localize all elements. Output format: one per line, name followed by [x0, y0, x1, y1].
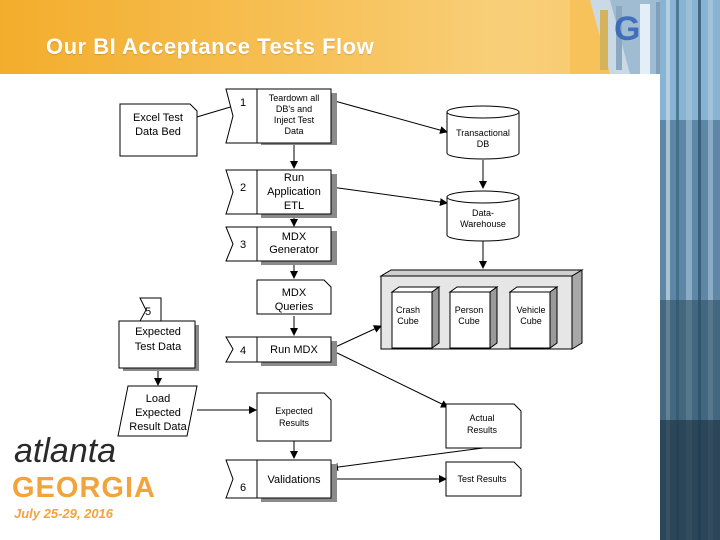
svg-text:G: G	[614, 10, 640, 48]
crash-cube-label-line2: Cube	[397, 316, 419, 326]
mdx-queries-label-line1: MDX	[282, 287, 307, 299]
load-expected-label-line1: Load	[146, 393, 170, 405]
run-mdx-node: 4 Run MDX	[225, 336, 337, 366]
step-4-number: 4	[240, 345, 246, 357]
run-etl-label-line1: Run	[284, 172, 304, 184]
excel-label-line1: Excel Test	[133, 112, 183, 124]
step-5-number: 5	[145, 306, 151, 318]
transactional-label-line1: Transactional	[456, 128, 510, 138]
expected-test-data-label-line2: Test Data	[135, 341, 182, 353]
vehicle-cube-label-line2: Cube	[520, 316, 542, 326]
person-cube-label-line2: Cube	[458, 316, 480, 326]
step-3-number: 3	[240, 239, 246, 251]
datawarehouse-node: Data-Warehouse	[446, 190, 520, 242]
crash-cube-label-line1: Crash	[396, 305, 420, 315]
validations-label: Validations	[268, 474, 321, 486]
logo-atlanta: atlanta	[14, 432, 116, 470]
atlanta-georgia-logo: atlanta GEORGIA July 25-29, 2016	[12, 432, 156, 521]
expected-results-label-line1: Expected	[275, 406, 313, 416]
load-expected-label-line2: Expected	[135, 407, 181, 419]
excel-label-line2: Data Bed	[135, 126, 181, 138]
validations-node: 6 Validations	[225, 459, 337, 502]
step-6-number: 6	[240, 482, 246, 494]
building-photo-strip	[660, 0, 720, 540]
svg-text:Data-Warehouse: Data-Warehouse	[460, 208, 506, 229]
mdx-queries-node: MDX Queries	[256, 279, 332, 315]
run-etl-label-line2: Application	[267, 186, 321, 198]
teardown-label-line4: Data	[284, 126, 303, 136]
slide-title: Our BI Acceptance Tests Flow	[46, 34, 375, 59]
teardown-label-line3: Inject Test	[274, 115, 315, 125]
run-etl-label-line3: ETL	[284, 200, 304, 212]
step-1-number: 1	[240, 97, 246, 109]
expected-results-label-line2: Results	[279, 418, 310, 428]
mdx-generator-label-line1: MDX	[282, 231, 307, 243]
test-results-label: Test Results	[457, 474, 507, 484]
step-2-number: 2	[240, 182, 246, 194]
mdx-queries-label-line2: Queries	[275, 301, 314, 313]
expected-test-data-label-line1: Expected	[135, 326, 181, 338]
transactional-label-line2: DB	[477, 139, 490, 149]
datawarehouse-label-line1: Data-	[472, 208, 494, 218]
mdx-generator-label-line2: Generator	[269, 244, 319, 256]
actual-results-label-line2: Results	[467, 425, 498, 435]
test-results-node: Test Results	[445, 461, 522, 497]
teardown-label-line2: DB's and	[276, 104, 312, 114]
logo-dates: July 25-29, 2016	[14, 506, 114, 521]
teardown-label-line1: Teardown all	[269, 93, 320, 103]
load-expected-label-line3: Result Data	[129, 421, 187, 433]
vehicle-cube-label-line1: Vehicle	[516, 305, 545, 315]
connectors	[154, 98, 487, 483]
datawarehouse-label-line2: Warehouse	[460, 219, 506, 229]
run-mdx-label: Run MDX	[270, 344, 318, 356]
actual-results-label-line1: Actual	[469, 413, 494, 423]
person-cube-label-line1: Person	[455, 305, 484, 315]
logo-georgia: GEORGIA	[12, 472, 156, 504]
